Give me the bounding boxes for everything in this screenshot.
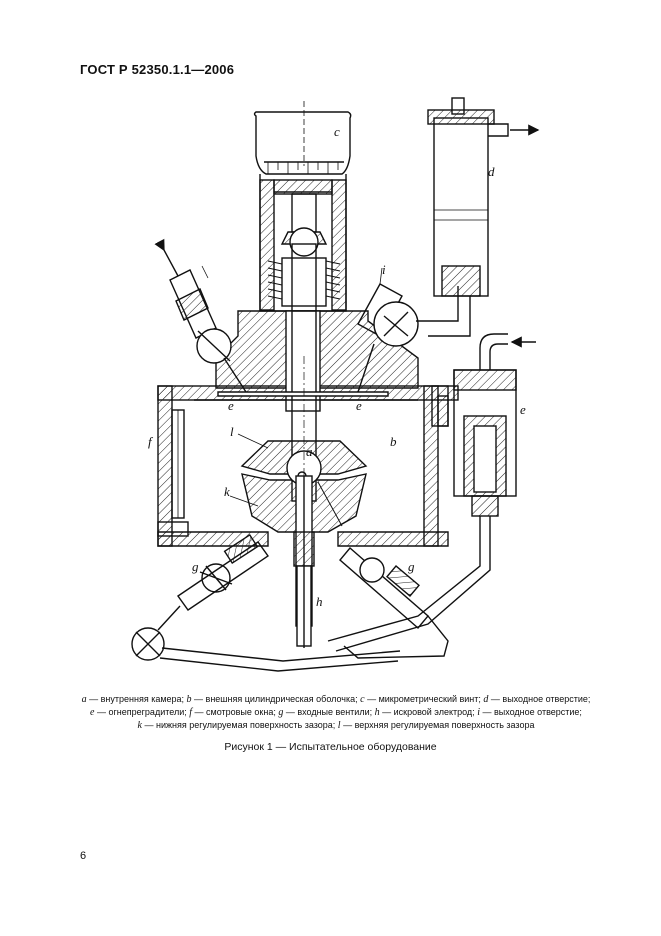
main-body — [157, 310, 459, 547]
technical-drawing: c d i e e e l f a b k g g h — [118, 96, 558, 686]
legend-text: — искровой электрод; — [379, 707, 478, 717]
standard-number: ГОСТ Р 52350.1.1—2006 — [80, 62, 235, 77]
spark-electrode-h — [293, 531, 315, 648]
upper-housing — [259, 174, 347, 395]
legend-key: l — [337, 720, 341, 731]
legend-key: h — [374, 707, 380, 718]
legend-line-3: k — нижняя регулируемая поверхность зазо… — [70, 719, 602, 732]
label-h: h — [316, 594, 323, 609]
legend-text: — верхняя регулируемая поверхность зазор… — [340, 720, 535, 730]
page-number: 6 — [80, 850, 87, 862]
left-upper-fitting — [154, 238, 247, 393]
legend-text: — внешняя цилиндрическая оболочка; — [191, 694, 361, 704]
label-b: b — [390, 434, 397, 449]
label-g-right: g — [408, 559, 415, 574]
legend-text: — выходное отверстие; — [488, 694, 591, 704]
figure-legend: a — внутренняя камера; b — внешняя цилин… — [70, 693, 602, 732]
inlet-valve-left — [131, 533, 401, 672]
legend-key: i — [477, 707, 480, 718]
flame-arrester-right — [327, 333, 536, 652]
leader-lines — [201, 265, 383, 507]
legend-line-1: a — внутренняя камера; b — внешняя цилин… — [70, 693, 602, 706]
legend-key: f — [189, 707, 193, 718]
legend-key: a — [81, 694, 87, 705]
legend-key: g — [278, 707, 284, 718]
legend-key: d — [483, 694, 489, 705]
legend-text: — огнепреградители; — [94, 707, 190, 717]
label-e-arrester: e — [520, 402, 526, 417]
legend-key: e — [90, 707, 95, 718]
label-c: c — [334, 124, 340, 139]
inlet-valve-right — [339, 547, 449, 659]
legend-key: c — [360, 694, 365, 705]
right-upper-fitting — [357, 283, 471, 393]
label-e-right: e — [356, 398, 362, 413]
label-k: k — [224, 484, 230, 499]
label-f: f — [148, 434, 154, 449]
legend-text: — выходное отверстие; — [479, 707, 582, 717]
label-i: i — [382, 262, 386, 277]
outlet-tube-d — [427, 97, 540, 297]
label-d: d — [488, 164, 495, 179]
label-l: l — [230, 424, 234, 439]
apparatus-drawing-svg: c d i e e e l f a b k g g h — [131, 97, 540, 672]
legend-text: — микрометрический винт; — [364, 694, 484, 704]
legend-key: k — [137, 720, 142, 731]
legend-key: b — [186, 694, 192, 705]
label-e-left: e — [228, 398, 234, 413]
legend-text: — смотровые окна; — [192, 707, 279, 717]
label-g-left: g — [192, 559, 199, 574]
legend-line-2: e — огнепреградители; f — смотровые окна… — [70, 706, 602, 719]
label-a: a — [306, 444, 313, 459]
document-header: ГОСТ Р 52350.1.1—2006 — [80, 62, 234, 77]
legend-text: — нижняя регулируемая поверхность зазора… — [141, 720, 338, 730]
legend-text: — входные вентили; — [283, 707, 375, 717]
micrometer-screw-c — [253, 101, 352, 175]
legend-text: — внутренняя камера; — [86, 694, 187, 704]
figure-caption: Рисунок 1 — Испытательное оборудование — [224, 741, 437, 753]
